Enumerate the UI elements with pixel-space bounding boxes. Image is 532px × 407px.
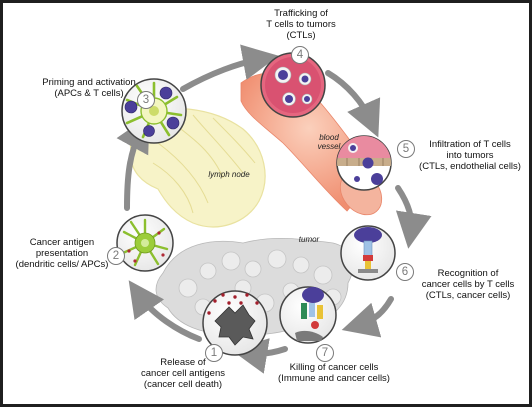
inset-step-4 (260, 52, 326, 118)
step-6-line-2: cancer cells by T cells (421, 279, 515, 290)
step-1-number: 1 (205, 344, 223, 362)
arrow-4-to-5 (325, 70, 381, 138)
dying-cancer-cell (214, 304, 256, 346)
inset-step-6 (340, 225, 396, 281)
step-5-label: Infiltration of T cells into tumors (CTL… (415, 139, 525, 172)
inset-step-7 (279, 286, 337, 344)
step-3-line-2: (APCs & T cells) (54, 88, 124, 99)
step-4-line-3: (CTLs) (286, 30, 316, 41)
blood-vessel-tag: blood vessel (309, 133, 349, 151)
step-2-line-1: Cancer antigen (29, 237, 95, 248)
inset-step-1 (202, 290, 268, 356)
arrow-5-to-6 (395, 185, 432, 249)
step-6-line-3: (CTLs, cancer cells) (425, 290, 511, 301)
cycle-diagram (116, 44, 432, 374)
antigen-dots (207, 293, 259, 315)
killer-t-cell (302, 287, 324, 303)
step-3-number: 3 (137, 91, 155, 109)
t-cells (124, 86, 180, 137)
step-1-line-1: Release of (160, 357, 206, 368)
blood-vessel-tag-line-1: blood (319, 133, 339, 142)
step-7-label: Killing of cancer cells (Immune and canc… (271, 362, 397, 384)
step-7-line-1: Killing of cancer cells (289, 362, 379, 373)
lymph-node-tag: lymph node (208, 170, 250, 179)
step-4-line-1: Trafficking of (274, 8, 328, 19)
arrow-1-to-2 (128, 280, 202, 342)
step-5-number: 5 (397, 140, 415, 158)
step-4-line-2: T cells to tumors (266, 19, 336, 30)
step-5-line-3: (CTLs, endothelial cells) (419, 161, 521, 172)
infiltrating-t-cell (362, 157, 374, 169)
step-6-number: 6 (396, 263, 414, 281)
cancer-cell-surface (358, 269, 378, 273)
inset-step-2 (116, 214, 174, 272)
step-6-line-1: Recognition of (437, 268, 499, 279)
step-7-line-2: (Immune and cancer cells) (278, 373, 390, 384)
step-3-label: Priming and activation (APCs & T cells) (33, 77, 145, 99)
trafficking-t-cells (274, 66, 313, 106)
target-cancer-cell (295, 330, 323, 341)
step-2-number: 2 (107, 247, 125, 265)
step-1-line-2: cancer cell antigens (141, 368, 225, 379)
recognizing-t-cell (354, 227, 382, 243)
step-6-label: Recognition of cancer cells by T cells (… (413, 268, 523, 301)
tumor-tag: tumor (298, 235, 320, 244)
step-4-label: Trafficking of T cells to tumors (CTLs) (243, 8, 359, 41)
step-5-line-2: into tumors (446, 150, 494, 161)
step-1-label: Release of cancer cell antigens (cancer … (123, 357, 243, 390)
inset-step-5 (336, 135, 392, 191)
step-5-line-1: Infiltration of T cells (429, 139, 511, 150)
step-3-line-1: Priming and activation (42, 77, 136, 88)
step-7-number: 7 (316, 344, 334, 362)
arrow-3-to-4 (180, 44, 279, 92)
arrow-6-to-7 (341, 296, 394, 338)
arrow-7-to-1 (231, 338, 288, 374)
step-1-line-3: (cancer cell death) (143, 379, 223, 390)
step-2-label: Cancer antigen presentation (dendritic c… (7, 237, 117, 270)
blood-vessel-tag-line-2: vessel (317, 142, 341, 151)
step-2-line-2: presentation (35, 248, 89, 259)
step-4-number: 4 (291, 46, 309, 64)
step-2-line-3: (dendritic cells/ APCs) (15, 259, 109, 270)
